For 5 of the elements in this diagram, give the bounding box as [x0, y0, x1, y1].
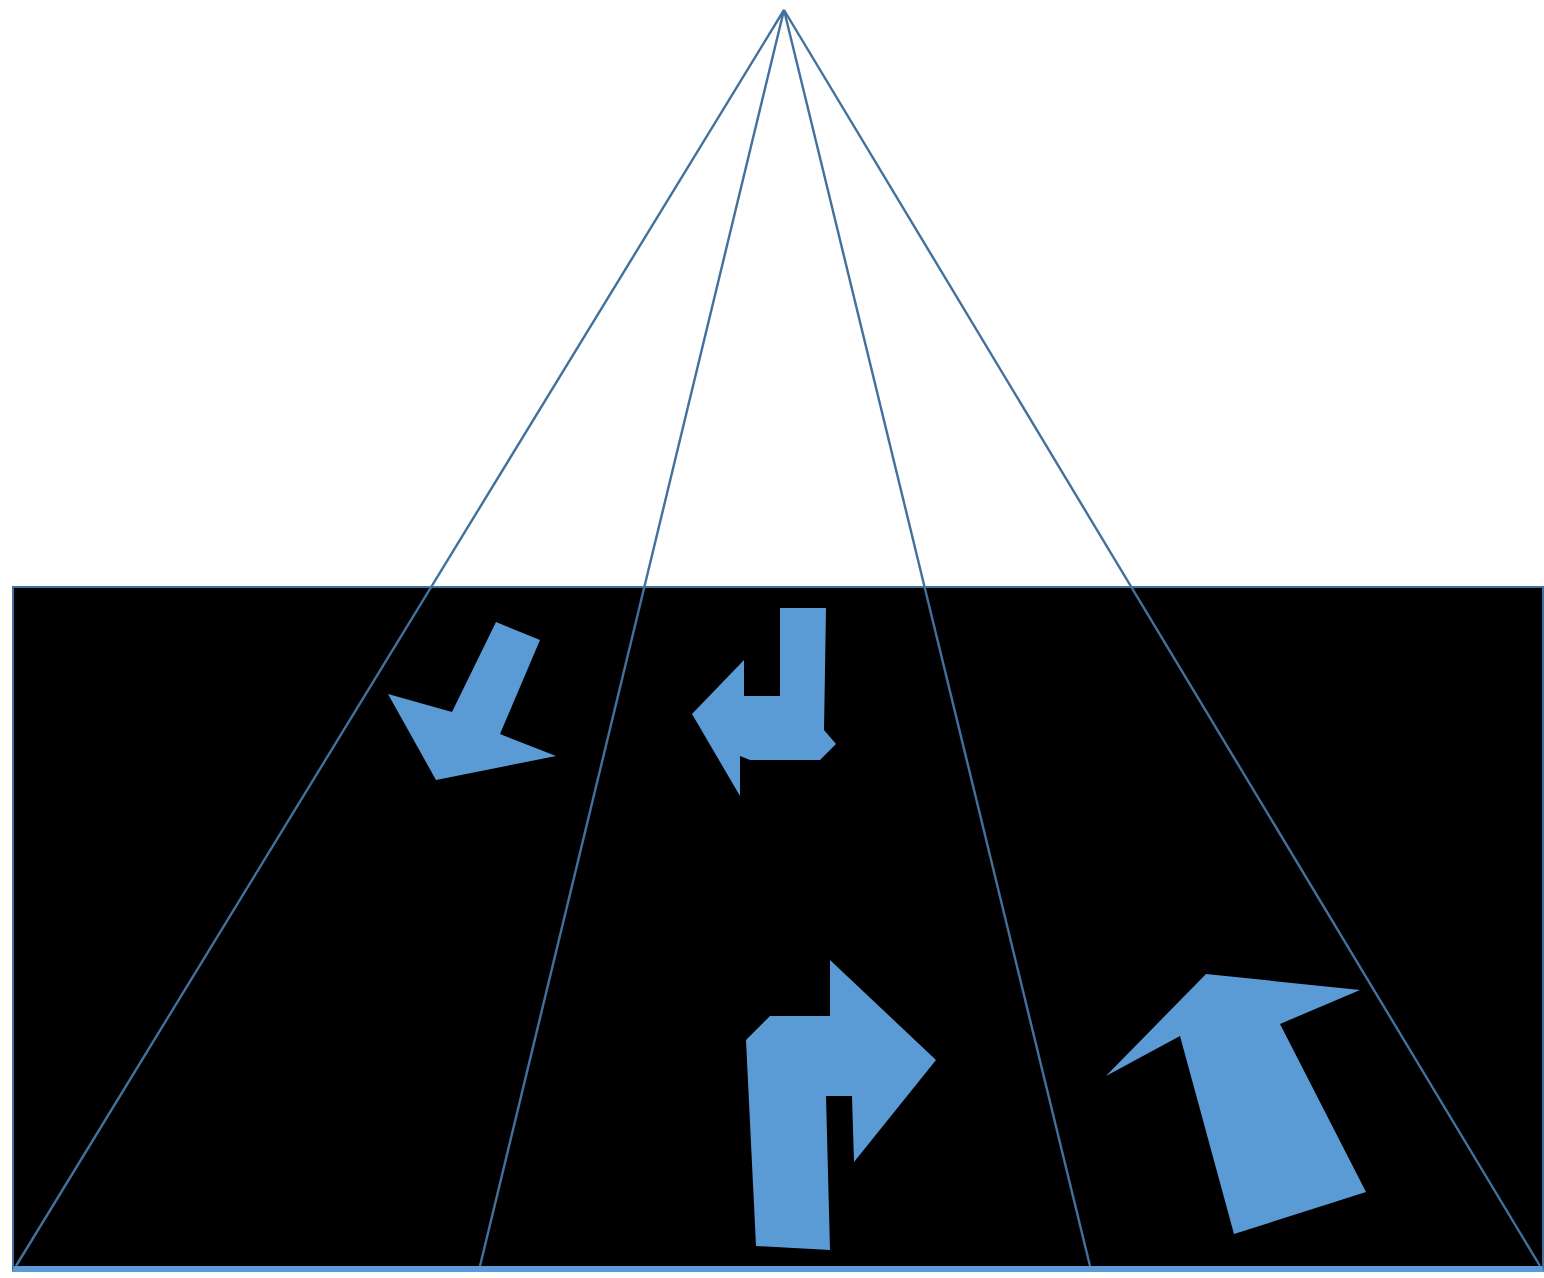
arrow-marking — [1106, 974, 1366, 1234]
arrow-marking — [692, 608, 836, 796]
arrow-marking — [746, 960, 936, 1250]
arrow-marking — [388, 622, 556, 780]
road-surface — [12, 586, 1544, 1272]
